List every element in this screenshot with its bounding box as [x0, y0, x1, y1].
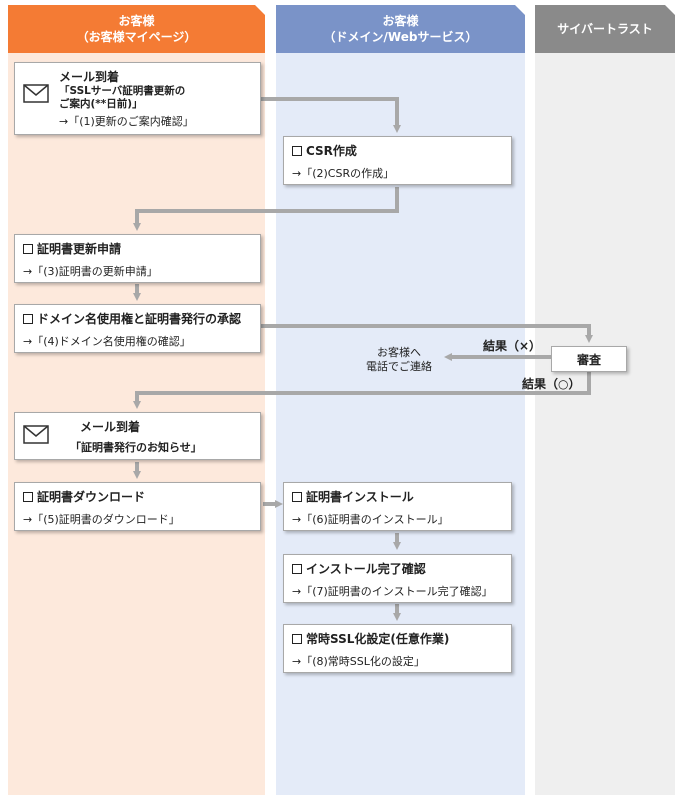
step-reference: →「(3)証明書の更新申請」	[23, 265, 158, 278]
step-title: ドメイン名使用権と証明書発行の承認	[37, 312, 242, 326]
step-title: インストール完了確認	[306, 562, 426, 576]
mail-icon	[23, 84, 49, 103]
checkbox-icon	[292, 146, 302, 156]
arrow-review-to-mail2	[133, 372, 591, 409]
step-title: CSR作成	[306, 144, 357, 158]
step-detail: ご案内(**日前)」	[59, 98, 143, 110]
lane-title: お客様	[118, 14, 155, 28]
contact-label: 電話でご連絡	[366, 360, 432, 373]
arrow-mail1-to-csr	[261, 97, 401, 133]
checkbox-icon	[292, 634, 302, 644]
step-install-confirm: インストール完了確認 →「(7)証明書のインストール完了確認」	[283, 554, 512, 603]
checkbox-icon	[23, 492, 33, 502]
step-mail-renewal-notice: メール到着 「SSLサーバ証明書更新の ご案内(**日前)」 →「(1)更新のご…	[14, 62, 261, 135]
checkbox-icon	[292, 564, 302, 574]
result-ng-label: 結果（×）	[483, 339, 542, 353]
step-csr-create: CSR作成 →「(2)CSRの作成」	[283, 136, 512, 185]
lane-title: お客様	[382, 14, 419, 28]
step-reference: →「(8)常時SSL化の設定」	[292, 655, 425, 668]
step-certificate-renewal-apply: 証明書更新申請 →「(3)証明書の更新申請」	[14, 234, 261, 283]
step-reference: →「(6)証明書のインストール」	[292, 513, 449, 526]
step-title: 審査	[576, 353, 601, 367]
step-title: 証明書ダウンロード	[37, 490, 146, 504]
lane-customer-mypage-header: お客様 （お客様マイページ）	[8, 5, 265, 53]
step-title: 常時SSL化設定(任意作業)	[306, 632, 450, 646]
step-title: 証明書更新申請	[37, 242, 122, 256]
step-reference: →「(7)証明書のインストール完了確認」	[292, 585, 493, 598]
step-reference: →「(4)ドメイン名使用権の確認」	[23, 335, 191, 348]
checkbox-icon	[23, 244, 33, 254]
step-certificate-install: 証明書インストール →「(6)証明書のインストール」	[283, 482, 512, 531]
arrow-csr-to-apply	[133, 187, 399, 231]
step-reference: →「(1)更新のご案内確認」	[59, 115, 194, 128]
lane-title: サイバートラスト	[557, 22, 653, 36]
step-certificate-download: 証明書ダウンロード →「(5)証明書のダウンロード」	[14, 482, 261, 531]
lane-customer-web-header: お客様 （ドメイン/Webサービス）	[276, 5, 525, 53]
lane-subtitle: （ドメイン/Webサービス）	[323, 30, 478, 44]
step-reference: →「(5)証明書のダウンロード」	[23, 513, 180, 526]
result-ok-label: 結果（○）	[522, 377, 581, 391]
step-title: メール到着	[59, 70, 120, 84]
step-review: 審査	[551, 346, 627, 372]
step-title: メール到着	[80, 420, 141, 434]
step-mail-issue-notice: メール到着 「証明書発行のお知らせ」	[14, 412, 261, 460]
step-title: 証明書インストール	[306, 490, 414, 504]
checkbox-icon	[292, 492, 302, 502]
arrow-approve-to-review	[261, 324, 593, 343]
step-always-on-ssl: 常時SSL化設定(任意作業) →「(8)常時SSL化の設定」	[283, 624, 512, 673]
lane-cybertrust-header: サイバートラスト	[535, 5, 675, 53]
mail-icon	[23, 425, 49, 444]
lane-cybertrust-body	[535, 53, 675, 795]
step-detail: 「SSLサーバ証明書更新の	[59, 85, 186, 97]
step-detail: 「証明書発行のお知らせ」	[70, 441, 202, 454]
step-domain-approval: ドメイン名使用権と証明書発行の承認 →「(4)ドメイン名使用権の確認」	[14, 304, 261, 353]
checkbox-icon	[23, 314, 33, 324]
step-reference: →「(2)CSRの作成」	[292, 167, 395, 180]
lane-subtitle: （お客様マイページ）	[76, 30, 197, 44]
contact-label: お客様へ	[377, 346, 421, 359]
